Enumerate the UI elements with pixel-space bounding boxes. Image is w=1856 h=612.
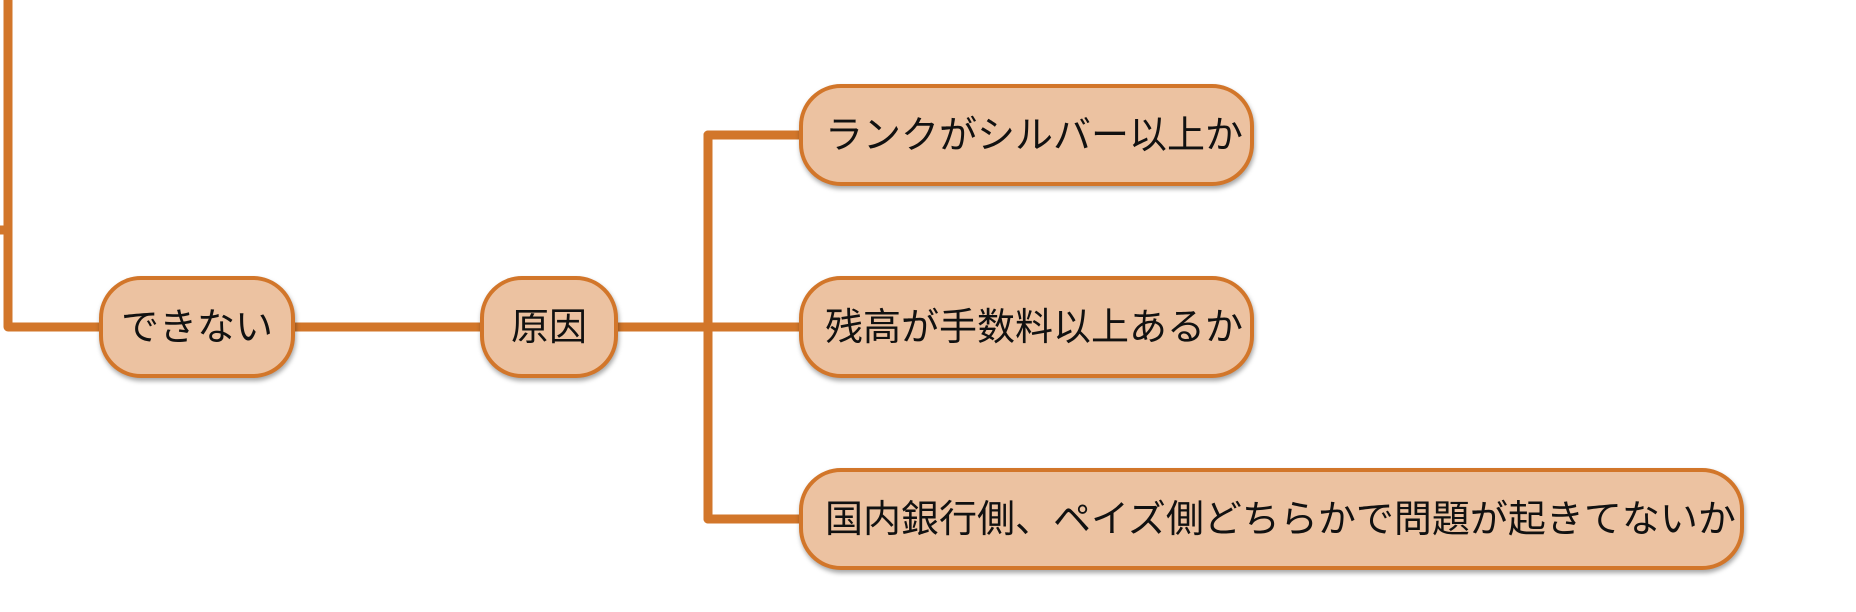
node-reason-bank-issue[interactable]: 国内銀行側、ペイズ側どちらかで問題が起きてないか <box>799 468 1744 570</box>
node-cannot-label: できない <box>120 305 273 349</box>
node-reason-balance[interactable]: 残高が手数料以上あるか <box>799 276 1254 378</box>
node-reason-rank-label: ランクがシルバー以上か <box>825 113 1244 157</box>
node-cannot[interactable]: できない <box>99 276 295 378</box>
node-cause[interactable]: 原因 <box>480 276 618 378</box>
node-reason-balance-label: 残高が手数料以上あるか <box>825 305 1244 349</box>
node-reason-rank[interactable]: ランクがシルバー以上か <box>799 84 1254 186</box>
node-reason-bank-issue-label: 国内銀行側、ペイズ側どちらかで問題が起きてないか <box>825 497 1736 541</box>
node-cause-label: 原因 <box>510 305 587 349</box>
connector-root-to-cannot <box>3 0 104 332</box>
